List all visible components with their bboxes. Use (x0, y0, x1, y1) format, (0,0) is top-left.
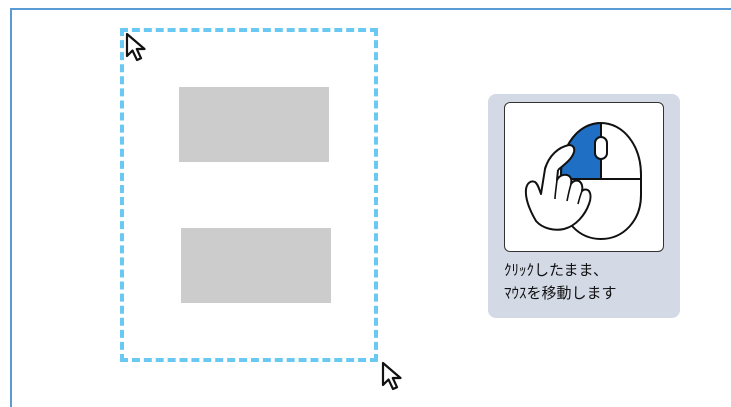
mouse-left-click-hand-icon (504, 102, 664, 252)
frame-left-border (10, 8, 12, 407)
hint-text: ｸﾘｯｸしたまま、 ﾏｳｽを移動します (504, 259, 674, 305)
placeholder-block-bottom[interactable] (181, 228, 331, 303)
drag-selection-rectangle (120, 28, 378, 362)
placeholder-block-top[interactable] (179, 87, 329, 162)
frame-top-border (10, 8, 731, 10)
hint-line-2: ﾏｳｽを移動します (504, 284, 617, 302)
end-cursor-icon (380, 361, 410, 397)
hint-line-1: ｸﾘｯｸしたまま、 (504, 261, 608, 279)
start-cursor-icon (124, 32, 154, 68)
mouse-drag-hint-card: ｸﾘｯｸしたまま、 ﾏｳｽを移動します (488, 94, 680, 318)
